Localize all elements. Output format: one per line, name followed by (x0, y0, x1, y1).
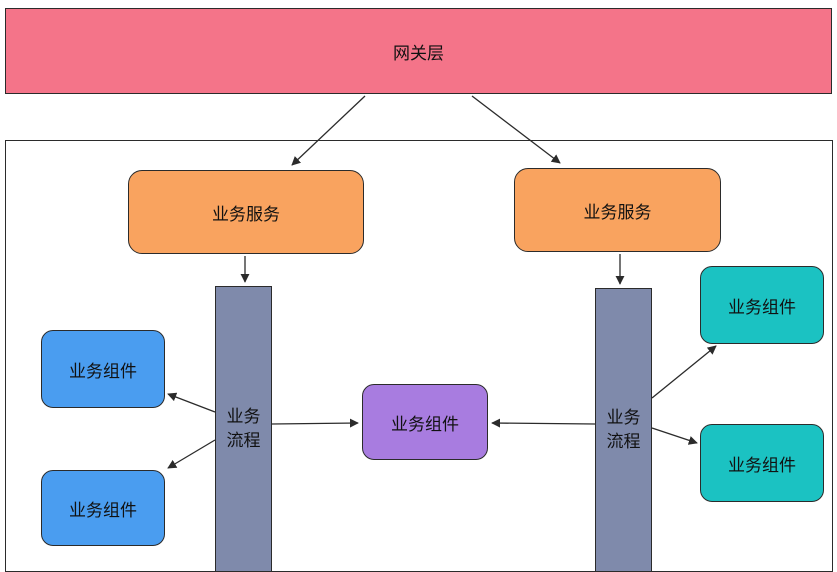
business-component-right-top-label: 业务组件 (728, 297, 796, 318)
gateway-layer: 网关层 (5, 8, 832, 94)
business-component-left-top-label: 业务组件 (69, 361, 137, 382)
business-flow-right: 业务 流程 (595, 288, 652, 572)
gateway-label: 网关层 (393, 43, 444, 64)
business-service-left: 业务服务 (128, 170, 364, 254)
business-component-right-bottom-label: 业务组件 (728, 455, 796, 476)
business-flow-left: 业务 流程 (215, 286, 272, 572)
business-flow-left-line1: 业务 (226, 407, 261, 427)
business-flow-right-line2: 流程 (606, 432, 641, 452)
business-service-right: 业务服务 (514, 168, 721, 252)
business-component-middle: 业务组件 (362, 384, 488, 460)
business-flow-left-line2: 流程 (226, 431, 261, 451)
business-component-right-bottom: 业务组件 (700, 424, 824, 502)
business-component-left-top: 业务组件 (41, 330, 165, 408)
business-flow-right-line1: 业务 (606, 408, 641, 428)
business-service-left-label: 业务服务 (212, 204, 280, 225)
business-component-left-bottom: 业务组件 (41, 470, 165, 546)
business-component-left-bottom-label: 业务组件 (69, 500, 137, 521)
business-component-middle-label: 业务组件 (391, 414, 459, 435)
business-component-right-top: 业务组件 (700, 266, 824, 344)
business-service-right-label: 业务服务 (583, 202, 652, 223)
